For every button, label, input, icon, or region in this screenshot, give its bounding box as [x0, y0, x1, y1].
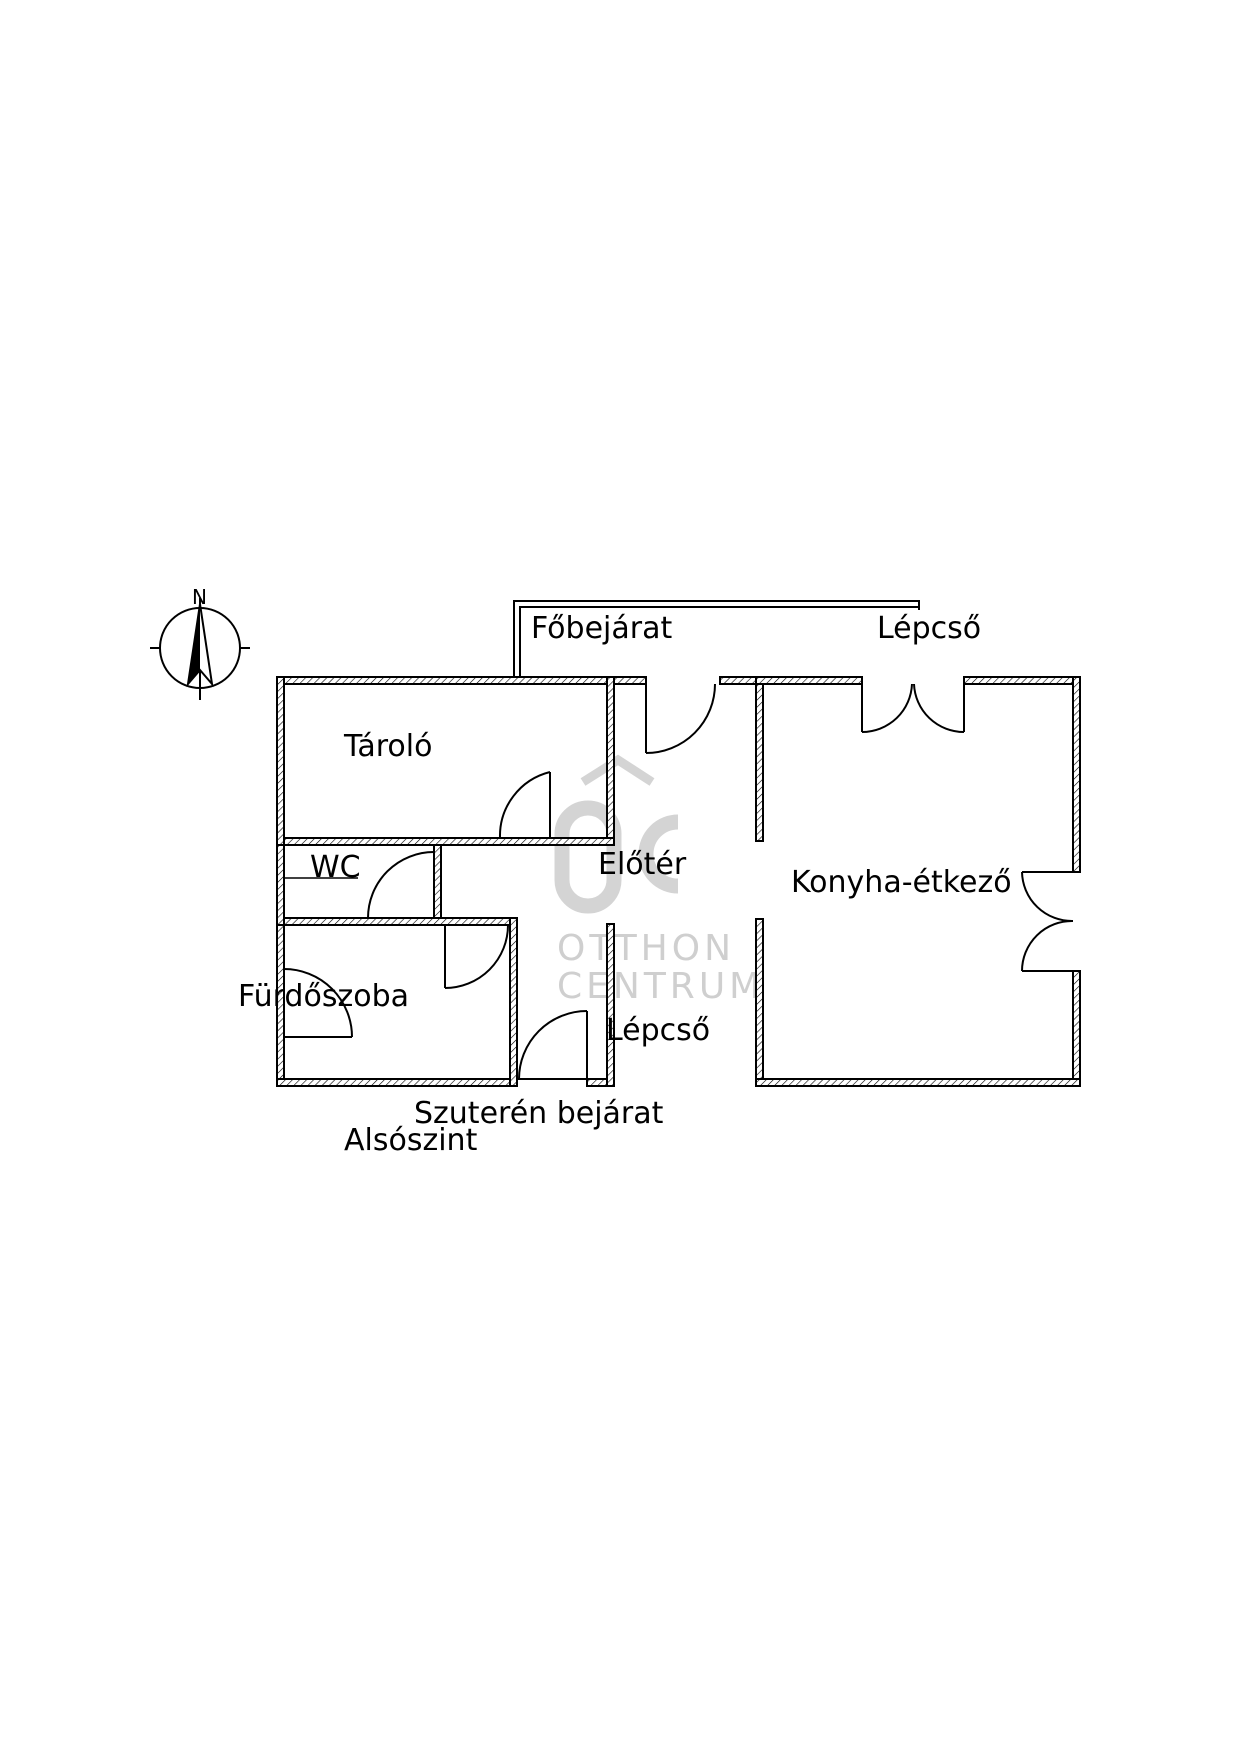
label-stairs-top: Lépcső: [877, 611, 981, 646]
label-basement-entrance: Szuterén bejárat: [414, 1096, 664, 1131]
door-kitchen-right-icon: [1021, 871, 1074, 972]
room-label-bathroom: Fürdőszoba: [238, 979, 409, 1014]
door-basement-icon: [517, 1010, 588, 1080]
door-bathroom-top-icon: [444, 924, 509, 989]
room-label-hall: Előtér: [598, 847, 687, 882]
compass-north-label: N: [192, 585, 207, 609]
label-main-entrance: Főbejárat: [531, 611, 672, 646]
door-storage-icon: [498, 771, 551, 839]
watermark-line1: OTTHON: [557, 928, 735, 969]
label-stairs-hall: Lépcső: [606, 1013, 710, 1048]
room-label-kitchen: Konyha-étkező: [791, 865, 1012, 900]
label-level: Alsószint: [344, 1123, 478, 1158]
door-bathroom-left-icon: [283, 968, 353, 1038]
door-kitchen-top-icon: [861, 683, 965, 734]
watermark-line2: CENTRUM: [557, 966, 764, 1007]
compass-rose-icon: N: [150, 585, 250, 700]
room-label-storage: Tároló: [343, 729, 432, 764]
door-wc-icon: [367, 851, 435, 919]
room-label-wc: WC: [310, 850, 361, 885]
watermark-logo: OTTHON CENTRUM: [554, 754, 764, 1007]
door-hall-top-icon: [645, 683, 716, 754]
